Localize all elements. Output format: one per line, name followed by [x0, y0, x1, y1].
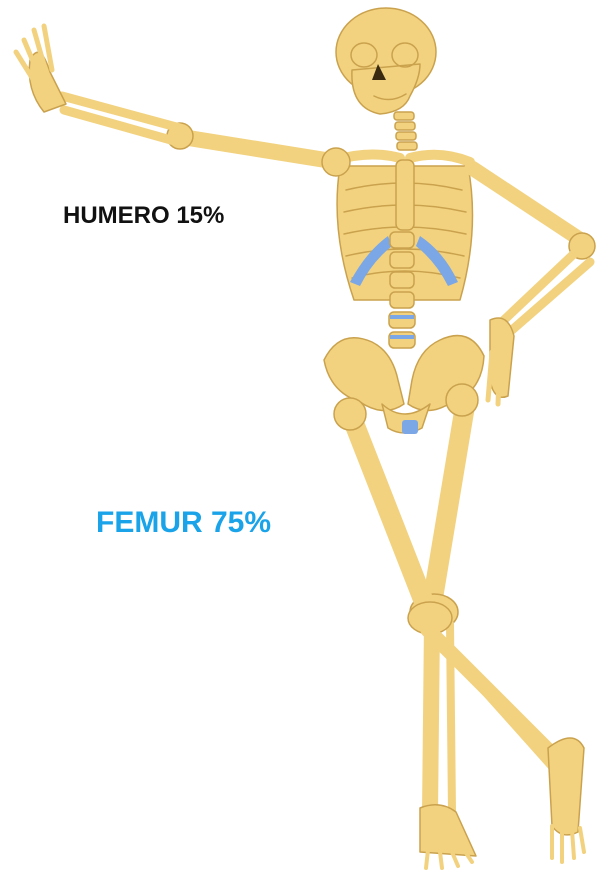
cervical-spine [394, 112, 417, 150]
akimbo-arm [472, 168, 595, 404]
humerus-label: HUMERO 15% [63, 202, 224, 230]
raised-arm [16, 26, 350, 176]
right-clavicle [410, 155, 470, 162]
crossed-foot [548, 738, 584, 835]
femur-label: FEMUR 75% [96, 506, 271, 540]
skull [336, 8, 436, 114]
crossed-femur [352, 418, 424, 602]
straight-femur [432, 400, 466, 604]
raised-humerus [176, 136, 338, 162]
